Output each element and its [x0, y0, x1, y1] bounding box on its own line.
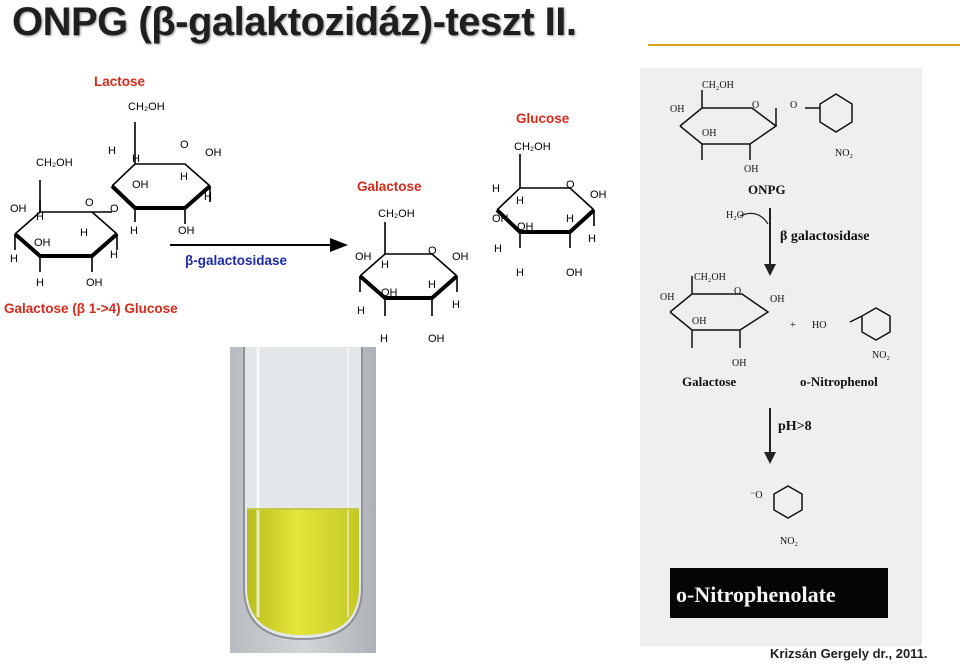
- test-tube-photo: [230, 347, 376, 653]
- svg-text:H: H: [566, 213, 574, 225]
- ph-label: pH>8: [778, 419, 812, 434]
- onpg-label: ONPG: [748, 182, 786, 197]
- svg-text:H: H: [108, 145, 116, 157]
- svg-text:CH₂OH: CH₂OH: [378, 208, 415, 220]
- reaction-arrowhead: [330, 238, 348, 252]
- svg-text:OH: OH: [86, 277, 103, 289]
- author-footer: Krizsán Gergely dr., 2011.: [770, 646, 928, 661]
- svg-text:O: O: [180, 139, 189, 151]
- svg-text:OH: OH: [770, 294, 784, 305]
- svg-text:H: H: [204, 191, 212, 203]
- svg-text:H: H: [428, 279, 436, 291]
- svg-text:CH₂OH: CH₂OH: [702, 80, 734, 91]
- svg-text:NO₂: NO₂: [780, 536, 798, 547]
- svg-text:H: H: [516, 267, 524, 279]
- title-underline: [648, 44, 960, 46]
- svg-text:NO₂: NO₂: [872, 350, 890, 361]
- lactose-hydrolysis-diagram: Lactose CH₂OH OH H O OH H H H OH H O CH₂…: [4, 74, 607, 345]
- svg-text:H: H: [132, 153, 140, 165]
- onpg-enzyme-label: β galactosidase: [780, 229, 869, 244]
- svg-text:H: H: [357, 305, 365, 317]
- svg-text:H: H: [110, 249, 118, 261]
- svg-text:O: O: [734, 286, 741, 297]
- svg-text:OH: OH: [492, 213, 509, 225]
- glucose-product-ring: [495, 154, 596, 248]
- svg-text:OH: OH: [452, 251, 469, 263]
- svg-text:OH: OH: [744, 164, 758, 175]
- svg-text:H: H: [516, 195, 524, 207]
- svg-text:OH: OH: [517, 221, 534, 233]
- svg-text:OH: OH: [732, 358, 746, 369]
- lactose-label: Lactose: [94, 74, 146, 89]
- svg-text:OH: OH: [692, 316, 706, 327]
- nitrophenolate-label: o-Nitrophenolate: [676, 582, 836, 607]
- svg-text:H: H: [36, 211, 44, 223]
- lactose-glucose-ring: [110, 122, 212, 224]
- svg-text:OH: OH: [566, 267, 583, 279]
- svg-text:OH: OH: [670, 104, 684, 115]
- svg-text:OH: OH: [381, 287, 398, 299]
- svg-text:CH₂OH: CH₂OH: [694, 272, 726, 283]
- svg-text:H: H: [452, 299, 460, 311]
- nitrophenolate-banner: [670, 568, 888, 618]
- svg-text:H: H: [10, 253, 18, 265]
- svg-text:H: H: [36, 277, 44, 289]
- glucose-label: Glucose: [516, 111, 570, 126]
- svg-text:O: O: [428, 245, 437, 257]
- svg-text:⁻O: ⁻O: [750, 490, 763, 501]
- enzyme-label: β-galactosidase: [185, 253, 288, 268]
- galactose-label: Galactose: [357, 179, 422, 194]
- svg-text:CH₂OH: CH₂OH: [128, 101, 165, 113]
- nitrophenol-label: o-Nitrophenol: [800, 374, 878, 389]
- svg-text:CH₂OH: CH₂OH: [514, 141, 551, 153]
- svg-text:OH: OH: [205, 147, 222, 159]
- svg-text:OH: OH: [132, 179, 149, 191]
- svg-text:H: H: [80, 227, 88, 239]
- svg-text:OH: OH: [178, 225, 195, 237]
- svg-text:H: H: [492, 183, 500, 195]
- galactose-product-ring: [358, 222, 459, 316]
- svg-text:CH₂OH: CH₂OH: [36, 157, 73, 169]
- svg-text:O: O: [85, 197, 94, 209]
- galactose-product-label: Galactose: [682, 374, 736, 389]
- svg-text:O: O: [752, 100, 759, 111]
- slide-title: ONPG (β-galaktozidáz)-teszt II.: [12, 0, 577, 44]
- svg-text:+: +: [790, 320, 796, 331]
- svg-text:OH: OH: [34, 237, 51, 249]
- svg-text:O: O: [110, 203, 119, 215]
- onpg-reaction-panel: CH₂OH OH OH O O OH NO₂ ONPG H₂O β galact…: [640, 68, 922, 646]
- bond-label: Galactose (β 1->4) Glucose: [4, 301, 178, 316]
- svg-text:H: H: [180, 171, 188, 183]
- lactose-galactose-ring: [13, 180, 119, 272]
- svg-text:HO: HO: [812, 320, 826, 331]
- svg-text:OH: OH: [590, 189, 607, 201]
- svg-text:NO₂: NO₂: [835, 148, 853, 159]
- svg-text:H₂O: H₂O: [726, 210, 744, 221]
- svg-text:OH: OH: [428, 333, 445, 345]
- svg-text:O: O: [566, 179, 575, 191]
- svg-text:OH: OH: [660, 292, 674, 303]
- svg-text:OH: OH: [10, 203, 27, 215]
- svg-text:H: H: [494, 243, 502, 255]
- svg-text:H: H: [130, 225, 138, 237]
- svg-text:H: H: [380, 333, 388, 345]
- svg-text:OH: OH: [355, 251, 372, 263]
- svg-text:H: H: [588, 233, 596, 245]
- svg-text:O: O: [790, 100, 797, 111]
- svg-text:OH: OH: [702, 128, 716, 139]
- svg-text:H: H: [381, 259, 389, 271]
